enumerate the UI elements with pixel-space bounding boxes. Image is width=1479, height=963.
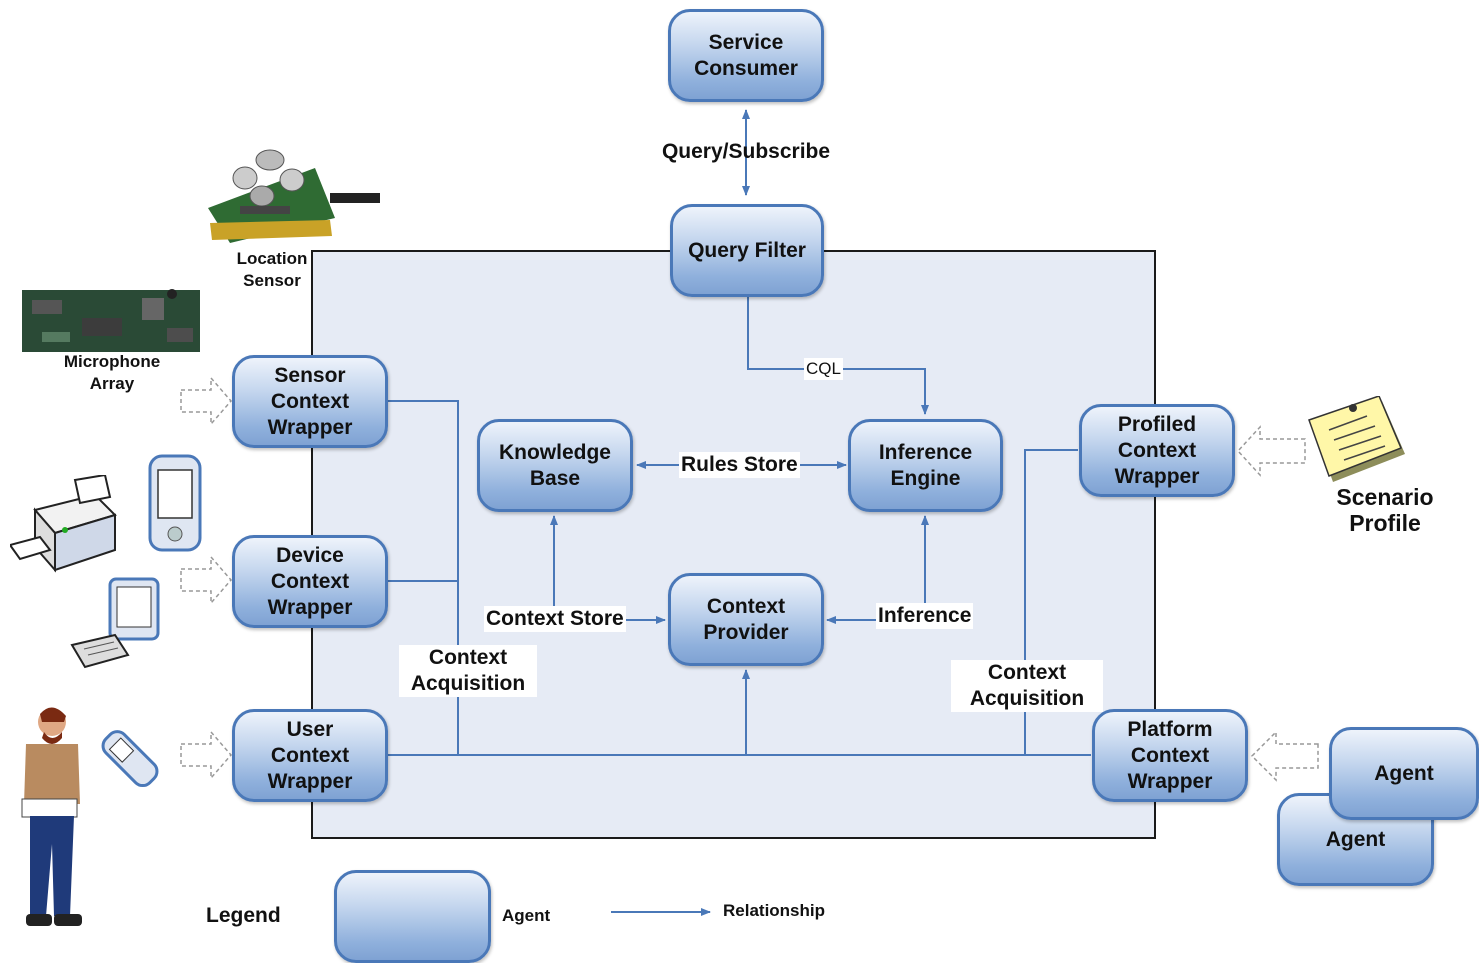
legend-agent-sample — [334, 870, 491, 963]
query-subscribe-label: Query/Subscribe — [661, 140, 831, 163]
context-acquisition-left-label: Context Acquisition — [399, 645, 537, 697]
printer-icon — [10, 475, 117, 573]
context-store-label: Context Store — [484, 606, 626, 632]
pda-icon — [148, 454, 202, 552]
legend-relationship-label: Relationship — [723, 901, 826, 920]
scenario-profile-label: Scenario Profile — [1336, 484, 1434, 536]
mobile-phone-icon — [101, 730, 159, 788]
sensor-context-wrapper[interactable]: Sensor Context Wrapper — [232, 355, 388, 448]
user-context-wrapper[interactable]: User Context Wrapper — [232, 709, 388, 802]
legend-title: Legend — [206, 904, 281, 927]
service-consumer-agent[interactable]: Service Consumer — [668, 9, 824, 102]
microphone-array-label: Microphone Array — [63, 352, 161, 393]
person-icon — [21, 707, 82, 926]
user-input-arrow — [180, 729, 232, 781]
inference-label: Inference — [876, 603, 974, 629]
profiled-context-wrapper[interactable]: Profiled Context Wrapper — [1079, 404, 1235, 497]
cql-connector — [747, 297, 929, 415]
computer-icon — [70, 577, 160, 669]
context-provider-agent[interactable]: Context Provider — [668, 573, 824, 666]
context-platform-panel — [311, 250, 1156, 839]
query-filter-agent[interactable]: Query Filter — [670, 204, 824, 297]
profile-input-arrow — [1236, 425, 1306, 477]
inference-engine-agent[interactable]: Inference Engine — [848, 419, 1003, 512]
device-context-wrapper[interactable]: Device Context Wrapper — [232, 535, 388, 628]
rules-store-label: Rules Store — [679, 452, 800, 478]
device-input-arrow — [180, 554, 232, 606]
knowledge-base-agent[interactable]: Knowledge Base — [477, 419, 633, 512]
sensor-board-icon — [208, 149, 380, 243]
context-acquisition-right-label: Context Acquisition — [951, 660, 1103, 712]
sticky-note-icon — [1308, 396, 1405, 482]
legend-agent-label: Agent — [502, 906, 551, 925]
location-sensor-label: Location Sensor — [236, 249, 308, 290]
sensor-input-arrow — [180, 375, 232, 427]
external-agent-back[interactable]: Agent — [1329, 727, 1479, 820]
platform-context-wrapper[interactable]: Platform Context Wrapper — [1092, 709, 1248, 802]
cql-label: CQL — [804, 358, 843, 380]
circuit-board-icon — [22, 289, 200, 352]
agents-input-arrow — [1250, 730, 1319, 782]
